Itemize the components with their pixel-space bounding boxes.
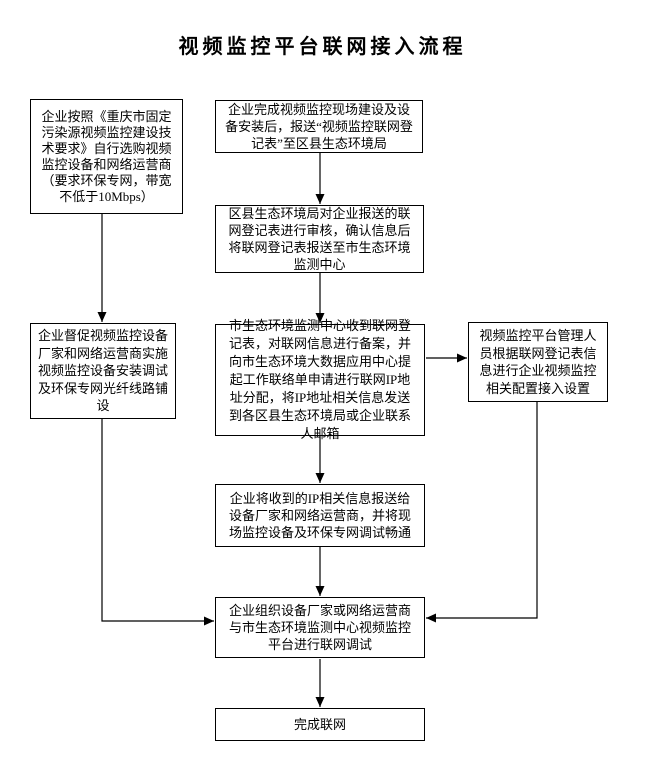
flow-node-label: 视频监控平台管理人员根据联网登记表信息进行企业视频监控相关配置接入设置 <box>479 328 597 396</box>
connector-left2-center5 <box>101 419 214 626</box>
flow-node-label: 企业组织设备厂家或网络运营商与市生态环境监测中心视频监控平台进行联网调试 <box>228 603 411 652</box>
flow-node-label: 市生态环境监测中心收到联网登记表，对联网信息进行备案，并向市生态环境大数据应用中… <box>228 318 411 441</box>
flow-node-city-center-ip-allocation: 市生态环境监测中心收到联网登记表，对联网信息进行备案，并向市生态环境大数据应用中… <box>215 318 425 441</box>
flow-node-select-equipment-operator: 企业按照《重庆市固定污染源视频监控建设技术要求》自行选购视频监控设备和网络运营商… <box>30 99 183 214</box>
flow-node-send-ip-info-debug-network: 企业将收到的IP相关信息报送给设备厂家和网络运营商，并将现场监控设备及环保专网调… <box>215 484 425 547</box>
flow-node-submit-registration-form: 企业完成视频监控现场建设及设备安装后，报送“视频监控联网登记表”至区县生态环境局 <box>215 100 423 153</box>
flow-node-joint-network-debugging: 企业组织设备厂家或网络运营商与市生态环境监测中心视频监控平台进行联网调试 <box>215 597 425 658</box>
connector-right1-center5 <box>426 402 538 623</box>
flow-node-label: 企业将收到的IP相关信息报送给设备厂家和网络运营商，并将现场监控设备及环保专网调… <box>228 491 411 540</box>
flow-node-install-debug-lines: 企业督促视频监控设备厂家和网络运营商实施视频监控设备安装调试及环保专网光纤线路铺… <box>30 323 176 419</box>
flow-node-label: 区县生态环境局对企业报送的联网登记表进行审核，确认信息后将联网登记表报送至市生态… <box>228 206 411 272</box>
flow-node-label: 企业督促视频监控设备厂家和网络运营商实施视频监控设备安装调试及环保专网光纤线路铺… <box>38 328 169 414</box>
flow-node-label: 完成联网 <box>293 717 346 732</box>
flow-node-network-complete: 完成联网 <box>215 708 425 741</box>
flow-node-platform-config-access: 视频监控平台管理人员根据联网登记表信息进行企业视频监控相关配置接入设置 <box>468 322 608 402</box>
flow-node-label: 企业完成视频监控现场建设及设备安装后，报送“视频监控联网登记表”至区县生态环境局 <box>225 102 413 151</box>
flow-node-district-review: 区县生态环境局对企业报送的联网登记表进行审核，确认信息后将联网登记表报送至市生态… <box>215 205 424 273</box>
page-title: 视频监控平台联网接入流程 <box>178 36 467 58</box>
flow-node-label: 企业按照《重庆市固定污染源视频监控建设技术要求》自行选购视频监控设备和网络运营商… <box>41 108 172 204</box>
